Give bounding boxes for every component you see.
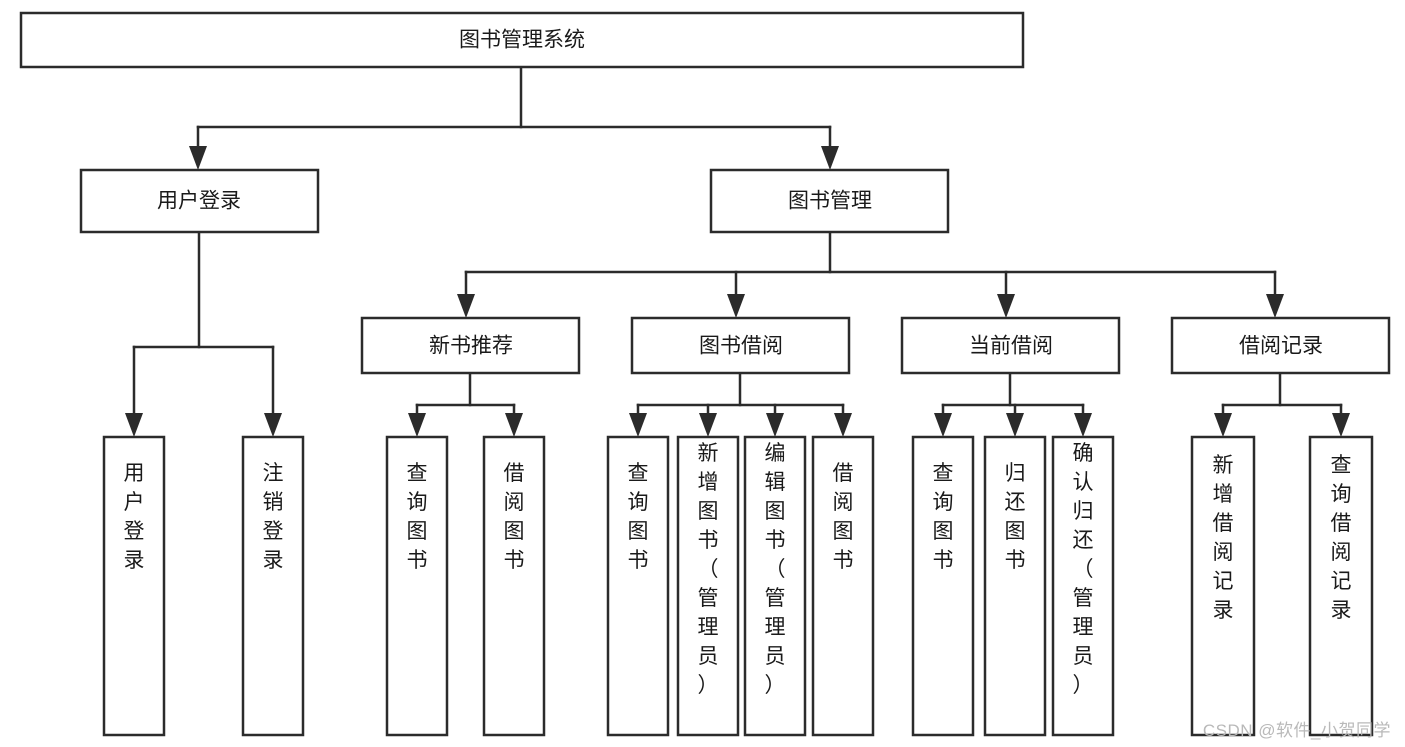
arrow-head-leaf-add-record bbox=[1214, 413, 1232, 437]
node-borrow-record-box[interactable] bbox=[1170, 316, 1391, 375]
arrow-head-leaf-query-book-2 bbox=[629, 413, 647, 437]
leaf-return-book-label: 归还图书 bbox=[1005, 462, 1026, 572]
leaf-query-book-3-box[interactable] bbox=[911, 435, 975, 737]
arrow-head-leaf-edit-book bbox=[766, 413, 784, 437]
arrow-head-leaf-add-book bbox=[699, 413, 717, 437]
node-book-borrow-box[interactable] bbox=[630, 316, 851, 375]
node-book-manage[interactable]: 图书管理 bbox=[709, 168, 950, 234]
leaf-query-book-1-label: 查询图书 bbox=[407, 462, 428, 572]
arrow-head-leaf-user-login bbox=[125, 413, 143, 437]
leaf-query-book-1-box[interactable] bbox=[385, 435, 449, 737]
node-user-login[interactable]: 用户登录 bbox=[79, 168, 320, 234]
leaf-user-login-box[interactable] bbox=[102, 435, 166, 737]
arrow-head-new-book-rec bbox=[457, 294, 475, 318]
node-root-label: 图书管理系统 bbox=[459, 29, 585, 52]
connector-layer bbox=[125, 65, 1350, 437]
leaf-borrow-book-1-label: 借阅图书 bbox=[504, 462, 525, 572]
leaf-user-logout-label: 注销登录 bbox=[263, 462, 284, 572]
arrow-head-user-login bbox=[189, 146, 207, 170]
leaf-add-book-box[interactable] bbox=[676, 435, 740, 737]
leaf-user-login[interactable]: 用户登录 bbox=[102, 435, 166, 737]
arrow-head-leaf-query-record bbox=[1332, 413, 1350, 437]
leaf-query-book-2[interactable]: 查询图书 bbox=[606, 435, 670, 737]
node-book-manage-box[interactable] bbox=[709, 168, 950, 234]
arrow-head-current-borrow bbox=[997, 294, 1015, 318]
leaf-confirm-return[interactable]: 确认归还（管理员） bbox=[1051, 435, 1115, 737]
leaf-return-book[interactable]: 归还图书 bbox=[983, 435, 1047, 737]
leaf-borrow-book-2[interactable]: 借阅图书 bbox=[811, 435, 875, 737]
leaf-add-record[interactable]: 新增借阅记录 bbox=[1190, 435, 1256, 737]
leaf-return-book-box[interactable] bbox=[983, 435, 1047, 737]
node-user-login-box[interactable] bbox=[79, 168, 320, 234]
leaf-edit-book[interactable]: 编辑图书（管理员） bbox=[743, 435, 807, 737]
leaf-query-record-label: 查询借阅记录 bbox=[1331, 454, 1352, 622]
node-current-borrow-box[interactable] bbox=[900, 316, 1121, 375]
arrow-head-leaf-query-book-3 bbox=[934, 413, 952, 437]
leaf-query-record[interactable]: 查询借阅记录 bbox=[1308, 435, 1374, 737]
arrow-head-book-borrow bbox=[727, 294, 745, 318]
leaf-add-book[interactable]: 新增图书（管理员） bbox=[676, 435, 740, 737]
leaf-user-logout-box[interactable] bbox=[241, 435, 305, 737]
node-new-book-rec-label: 新书推荐 bbox=[429, 335, 513, 358]
leaf-edit-book-label: 编辑图书（管理员） bbox=[765, 442, 786, 697]
node-root-box[interactable] bbox=[19, 11, 1025, 69]
arrow-head-leaf-user-logout bbox=[264, 413, 282, 437]
leaf-user-logout[interactable]: 注销登录 bbox=[241, 435, 305, 737]
leaf-borrow-book-2-label: 借阅图书 bbox=[833, 462, 854, 572]
leaf-confirm-return-label: 确认归还（管理员） bbox=[1073, 442, 1094, 697]
node-book-borrow-label: 图书借阅 bbox=[699, 335, 783, 358]
leaf-add-record-box[interactable] bbox=[1190, 435, 1256, 737]
node-user-login-label: 用户登录 bbox=[157, 190, 241, 213]
arrow-head-book-manage bbox=[821, 146, 839, 170]
leaf-add-record-label: 新增借阅记录 bbox=[1213, 454, 1234, 622]
leaf-query-book-2-label: 查询图书 bbox=[628, 462, 649, 572]
leaf-user-login-label: 用户登录 bbox=[124, 462, 145, 572]
node-current-borrow-label: 当前借阅 bbox=[969, 335, 1053, 358]
node-book-borrow[interactable]: 图书借阅 bbox=[630, 316, 851, 375]
leaf-query-book-1[interactable]: 查询图书 bbox=[385, 435, 449, 737]
node-book-manage-label: 图书管理 bbox=[788, 190, 872, 213]
arrow-head-leaf-query-book-1 bbox=[408, 413, 426, 437]
node-borrow-record[interactable]: 借阅记录 bbox=[1170, 316, 1391, 375]
node-borrow-record-label: 借阅记录 bbox=[1239, 335, 1323, 358]
leaf-query-book-3-label: 查询图书 bbox=[933, 462, 954, 572]
arrow-head-leaf-confirm-return bbox=[1074, 413, 1092, 437]
node-root[interactable]: 图书管理系统 bbox=[19, 11, 1025, 69]
leaf-query-record-box[interactable] bbox=[1308, 435, 1374, 737]
arrow-head-leaf-return-book bbox=[1006, 413, 1024, 437]
leaf-edit-book-box[interactable] bbox=[743, 435, 807, 737]
arrow-head-leaf-borrow-book-2 bbox=[834, 413, 852, 437]
node-new-book-rec[interactable]: 新书推荐 bbox=[360, 316, 581, 375]
leaf-confirm-return-box[interactable] bbox=[1051, 435, 1115, 737]
node-new-book-rec-box[interactable] bbox=[360, 316, 581, 375]
leaf-borrow-book-2-box[interactable] bbox=[811, 435, 875, 737]
leaf-query-book-3[interactable]: 查询图书 bbox=[911, 435, 975, 737]
leaf-borrow-book-1-box[interactable] bbox=[482, 435, 546, 737]
node-current-borrow[interactable]: 当前借阅 bbox=[900, 316, 1121, 375]
leaf-add-book-label: 新增图书（管理员） bbox=[698, 442, 719, 697]
arrow-head-borrow-record bbox=[1266, 294, 1284, 318]
arrow-head-leaf-borrow-book-1 bbox=[505, 413, 523, 437]
leaf-borrow-book-1[interactable]: 借阅图书 bbox=[482, 435, 546, 737]
leaf-query-book-2-box[interactable] bbox=[606, 435, 670, 737]
